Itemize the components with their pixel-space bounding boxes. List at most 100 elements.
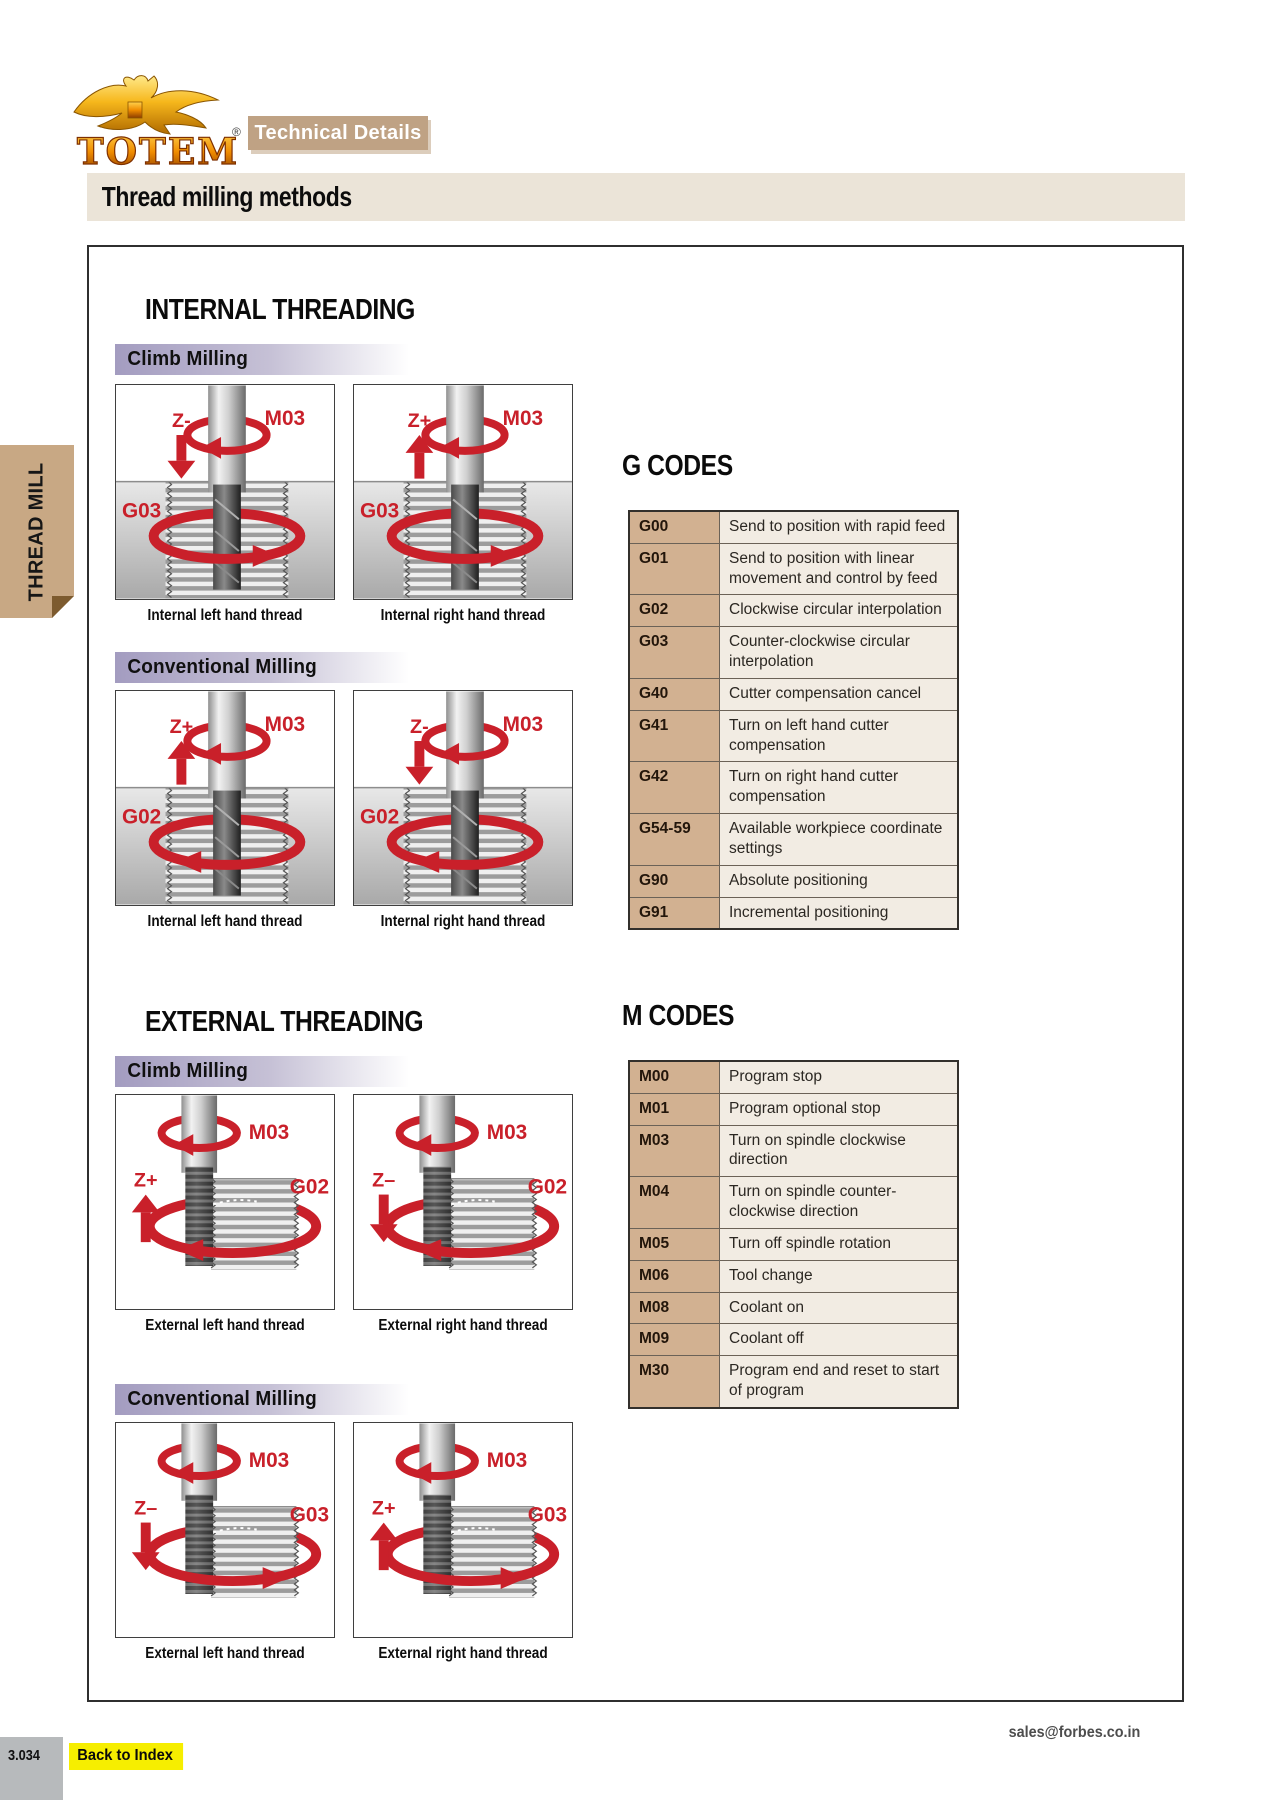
description-cell: Absolute positioning [719,864,959,898]
totem-logo: TOTEM ® [66,72,256,174]
strip-label: Conventional Milling [127,1388,317,1410]
svg-text:G03: G03 [122,499,161,522]
code-cell: M04 [628,1176,720,1229]
code-cell: M08 [628,1291,720,1325]
description-cell: Turn on spindle clockwise direction [719,1124,959,1178]
svg-text:G03: G03 [290,1504,329,1527]
description-cell: Program stop [719,1060,959,1094]
technical-details-banner: Technical Details [248,116,428,150]
svg-text:M03: M03 [487,1449,527,1472]
svg-text:G03: G03 [528,1504,567,1527]
description-cell: Tool change [719,1259,959,1293]
footer-gray-block [0,1737,63,1800]
code-cell: M30 [628,1355,720,1409]
code-cell: M06 [628,1259,720,1293]
caption: Internal left hand thread [147,607,303,624]
description-cell: Send to position with linear movement an… [719,542,959,596]
caption: Internal right hand thread [380,913,546,930]
svg-text:Z-: Z- [410,716,429,738]
svg-text:M03: M03 [503,407,543,430]
svg-text:Z–: Z– [372,1170,395,1192]
strip-internal-conventional: Conventional Milling [115,652,461,683]
g-codes-heading: G CODES [622,450,733,482]
strip-label: Climb Milling [127,348,249,370]
strip-internal-climb: Climb Milling [115,344,461,375]
svg-text:Z-: Z- [172,410,191,432]
description-cell: Turn on spindle counter-clockwise direct… [719,1176,959,1229]
code-cell: G54-59 [628,813,720,866]
code-cell: G40 [628,677,720,711]
code-cell: M09 [628,1323,720,1357]
svg-text:Z–: Z– [134,1498,157,1520]
svg-text:Z+: Z+ [134,1170,158,1192]
svg-text:M03: M03 [249,1449,289,1472]
caption: Internal right hand thread [380,607,546,624]
strip-external-conventional: Conventional Milling [115,1384,461,1415]
svg-text:G02: G02 [360,805,399,828]
svg-text:G02: G02 [290,1176,329,1199]
svg-text:G02: G02 [122,805,161,828]
code-cell: M03 [628,1124,720,1178]
svg-text:M03: M03 [249,1121,289,1144]
caption: Internal left hand thread [147,913,303,930]
m-codes-heading: M CODES [622,1000,735,1032]
description-cell: Send to position with rapid feed [719,510,959,544]
svg-text:Z+: Z+ [372,1498,396,1520]
description-cell: Clockwise circular interpolation [719,594,959,628]
back-to-index-link[interactable]: Back to Index [69,1743,184,1770]
strip-label: Climb Milling [127,1060,249,1082]
description-cell: Turn off spindle rotation [719,1227,959,1261]
svg-text:G03: G03 [360,499,399,522]
page-title-bar: Thread milling methods [87,173,1185,221]
code-cell: M01 [628,1092,720,1126]
svg-text:G02: G02 [528,1176,567,1199]
sidebar-tab-thread-mill[interactable]: THREAD MILL [0,445,74,618]
caption: External left hand thread [145,1645,305,1662]
totem-eagle-icon: TOTEM ® [73,75,241,174]
page-title: Thread milling methods [101,181,352,212]
code-cell: G90 [628,864,720,898]
page-number: 3.034 [8,1747,40,1764]
caption: External right hand thread [378,1645,548,1662]
caption: External right hand thread [378,1317,548,1334]
svg-text:Z+: Z+ [170,716,194,738]
code-cell: G00 [628,510,720,544]
code-cell: G41 [628,709,720,763]
description-cell: Coolant off [719,1323,959,1357]
description-cell: Incremental positioning [719,896,959,930]
svg-text:M03: M03 [265,407,305,430]
contact-email-link[interactable]: sales@forbes.co.in [1008,1724,1140,1741]
caption: External left hand thread [145,1317,305,1334]
description-cell: Program end and reset to start of progra… [719,1355,959,1409]
strip-label: Conventional Milling [127,656,317,678]
code-cell: M05 [628,1227,720,1261]
internal-threading-heading: INTERNAL THREADING [145,294,415,326]
description-cell: Cutter compensation cancel [719,677,959,711]
description-cell: Turn on right hand cutter compensation [719,761,959,815]
description-cell: Counter-clockwise circular interpolation [719,626,959,679]
svg-text:Z+: Z+ [408,410,432,432]
code-cell: G91 [628,896,720,930]
sidebar-tab-label: THREAD MILL [25,462,48,601]
description-cell: Coolant on [719,1291,959,1325]
